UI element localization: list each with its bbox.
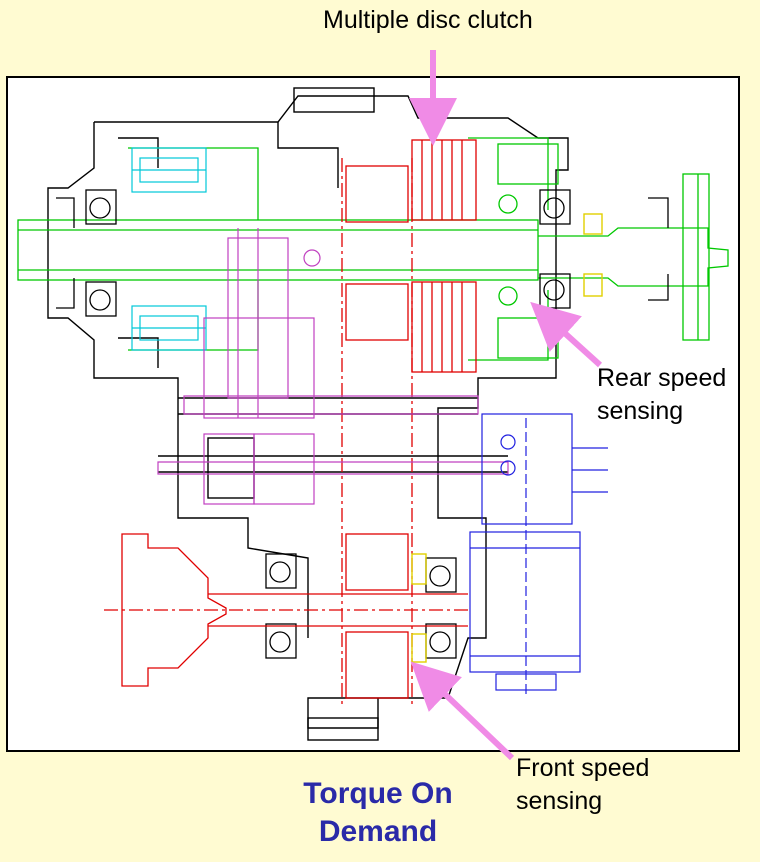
front-bearing-assembly xyxy=(131,147,207,351)
front-speed-sensing-label: Front speed sensing xyxy=(516,752,649,818)
gear-train xyxy=(157,228,509,505)
title-line2: Demand xyxy=(318,815,438,848)
slide-title: Torque On Demand xyxy=(258,775,498,851)
rear-speed-sensing-label: Rear speed sensing xyxy=(597,362,726,428)
clutch-label: Multiple disc clutch xyxy=(323,6,533,34)
speed-sensors xyxy=(411,213,603,663)
drawing-frame xyxy=(6,76,740,752)
rear-label-line2: sensing xyxy=(597,397,684,425)
front-label-line1: Front speed xyxy=(516,754,650,782)
clutch-and-sprocket xyxy=(104,139,477,708)
rear-label-line1: Rear speed xyxy=(597,364,727,392)
main-shaft xyxy=(17,137,729,361)
bearings xyxy=(56,189,669,659)
title-line1: Torque On xyxy=(303,777,453,810)
front-label-line2: sensing xyxy=(516,787,603,815)
